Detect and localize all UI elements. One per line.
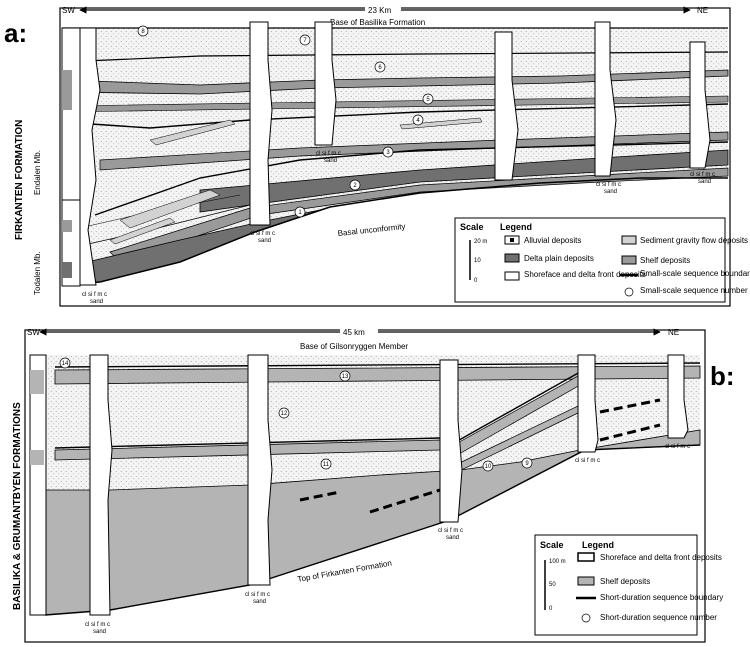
grain-codes-b3: cl si f m c bbox=[438, 528, 463, 534]
grain-label-a1: sand bbox=[90, 299, 103, 305]
legend-title-a: Legend bbox=[500, 222, 532, 232]
well-log-b2 bbox=[247, 354, 273, 586]
sequence-4: 4 bbox=[416, 118, 420, 124]
basal-unconformity-label: Basal unconformity bbox=[337, 222, 406, 238]
well-log-a1 bbox=[79, 27, 101, 286]
legend-b: Scale 100 m 50 0 Legend Shoreface and de… bbox=[534, 534, 723, 636]
member-lower-a: Todalen Mb. bbox=[33, 251, 42, 295]
panel-b-top-label: Base of Gilsonryggen Member bbox=[300, 342, 408, 351]
svg-text:0: 0 bbox=[474, 278, 478, 284]
sequence-3: 3 bbox=[386, 150, 390, 156]
grain-label-a2: sand bbox=[258, 238, 271, 244]
panel-b: b: SW NE 45 km Base of Gilsonryggen Memb… bbox=[12, 326, 735, 643]
sequence-6: 6 bbox=[378, 65, 382, 71]
svg-text:0: 0 bbox=[549, 606, 553, 612]
grain-codes-a3: cl si f m c bbox=[316, 151, 341, 157]
grain-codes-a6: cl si f m c bbox=[690, 172, 715, 178]
grain-codes-b1: cl si f m c bbox=[85, 622, 110, 628]
svg-text:Delta plain deposits: Delta plain deposits bbox=[524, 254, 594, 263]
sequence-8: 8 bbox=[141, 29, 145, 35]
basal-unconformity-line bbox=[61, 177, 728, 286]
shelf-band-b1 bbox=[54, 365, 701, 385]
sequence-13: 13 bbox=[342, 374, 349, 380]
well-log-b5 bbox=[667, 354, 689, 439]
svg-text:Small-scale sequence boundary: Small-scale sequence boundary bbox=[640, 269, 750, 278]
grain-label-a3: sand bbox=[324, 158, 337, 164]
panel-b-letter: b: bbox=[710, 361, 735, 391]
grain-codes-a1: cl si f m c bbox=[82, 292, 107, 298]
member-upper-a: Endalen Mb. bbox=[33, 150, 42, 195]
sequence-1: 1 bbox=[298, 210, 302, 216]
sequence-7: 7 bbox=[303, 38, 307, 44]
panel-a-sw: SW bbox=[62, 6, 75, 15]
grain-label-b3: sand bbox=[446, 535, 459, 541]
well-log-a5 bbox=[594, 21, 617, 177]
formation-label-a: FIRKANTEN FORMATION bbox=[14, 120, 25, 240]
svg-text:Alluvial deposits: Alluvial deposits bbox=[524, 236, 581, 245]
grain-codes-b5: cl si f m c bbox=[665, 444, 690, 450]
sequence-14: 14 bbox=[62, 361, 69, 367]
formation-label-b: BASILIKA & GRUMANTBYEN FORMATIONS bbox=[12, 402, 23, 610]
well-log-b4 bbox=[577, 354, 599, 453]
grain-codes-b4: cl si f m c bbox=[575, 458, 600, 464]
svg-text:Sediment gravity flow deposits: Sediment gravity flow deposits bbox=[640, 236, 748, 245]
sequence-2: 2 bbox=[353, 183, 357, 189]
svg-text:Shelf deposits: Shelf deposits bbox=[600, 577, 650, 586]
panel-b-sw: SW bbox=[27, 328, 40, 337]
grain-codes-b2: cl si f m c bbox=[245, 592, 270, 598]
sequence-5: 5 bbox=[426, 97, 430, 103]
svg-text:10: 10 bbox=[474, 258, 481, 264]
panel-a-top-label: Base of Basilika Formation bbox=[330, 18, 425, 27]
svg-text:Small-scale sequence number: Small-scale sequence number bbox=[640, 286, 748, 295]
sequence-11: 11 bbox=[323, 462, 330, 468]
svg-text:Shelf deposits: Shelf deposits bbox=[640, 256, 690, 265]
grain-codes-a5: cl si f m c bbox=[596, 182, 621, 188]
panel-a-ne: NE bbox=[697, 6, 708, 15]
svg-text:Shoreface and delta front depo: Shoreface and delta front deposits bbox=[524, 270, 646, 279]
sequence-10: 10 bbox=[485, 464, 492, 470]
svg-text:Short-duration sequence number: Short-duration sequence number bbox=[600, 613, 717, 622]
grain-label-b2: sand bbox=[253, 599, 266, 605]
panel-a-distance: 23 Km bbox=[368, 6, 391, 15]
panel-b-distance: 45 km bbox=[343, 328, 365, 337]
well-log-b3 bbox=[439, 359, 463, 523]
grain-label-b1: sand bbox=[93, 629, 106, 635]
sequence-12: 12 bbox=[281, 411, 288, 417]
scale-title-b: Scale bbox=[540, 540, 564, 550]
panel-a: a: SW NE 23 Km Base of Basilika Formatio… bbox=[4, 4, 750, 307]
svg-text:20 m: 20 m bbox=[474, 239, 487, 245]
legend-title-b: Legend bbox=[582, 540, 614, 550]
sequence-9: 9 bbox=[525, 461, 529, 467]
well-log-b1 bbox=[89, 354, 113, 616]
legend-a: Scale 20 m 10 0 Legend Alluvial deposits… bbox=[454, 217, 750, 303]
panel-a-letter: a: bbox=[4, 18, 27, 48]
well-log-a3 bbox=[314, 21, 337, 146]
well-log-a2 bbox=[249, 21, 273, 226]
scale-title-a: Scale bbox=[460, 222, 484, 232]
svg-text:Short-duration sequence bounda: Short-duration sequence boundary bbox=[600, 593, 723, 602]
grain-codes-a2: cl si f m c bbox=[250, 231, 275, 237]
panel-b-ne: NE bbox=[668, 328, 679, 337]
well-log-a4 bbox=[494, 31, 519, 181]
svg-text:Shoreface and delta front depo: Shoreface and delta front deposits bbox=[600, 553, 722, 562]
svg-text:50: 50 bbox=[549, 582, 556, 588]
grain-label-a5: sand bbox=[604, 189, 617, 195]
well-log-a6 bbox=[689, 41, 711, 169]
svg-text:100 m: 100 m bbox=[549, 559, 566, 565]
grain-label-a6: sand bbox=[698, 179, 711, 185]
